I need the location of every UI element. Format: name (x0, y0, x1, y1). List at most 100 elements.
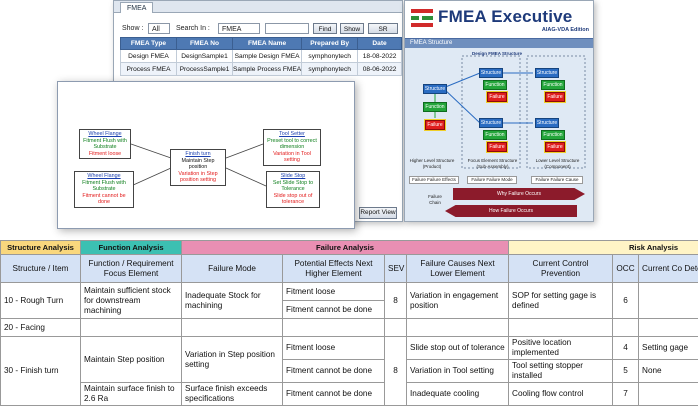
cell-occ: 5 (612, 359, 640, 383)
node-function: Set Slide Stop to Tolerance (272, 179, 314, 193)
cell-effect: Fitment cannot be done (282, 382, 385, 406)
cell (384, 318, 407, 337)
function-node: Function (483, 80, 507, 90)
cell: Sample Process FMEA (231, 62, 303, 76)
search-in-select[interactable]: FMEA Name (218, 23, 260, 44)
failure-node: Failure (486, 141, 508, 153)
cell (282, 318, 385, 337)
col-fmea-name[interactable]: FMEA Name (231, 37, 303, 50)
fmea-list-table: FMEA Type FMEA No FMEA Name Prepared By … (120, 37, 402, 76)
node-failure: Variation in Step position setting (178, 170, 218, 184)
cell-prevention: Positive location implemented (508, 336, 614, 360)
col-date[interactable]: Date (357, 37, 402, 50)
failure-mode-legend: Failure Failure Mode (467, 176, 517, 184)
node-function: Preset tool to correct dimension (267, 137, 317, 151)
node-slide-stop[interactable]: Slide Stop Set Slide Stop to Tolerance S… (266, 171, 320, 208)
group-header-row: Structure Analysis Function Analysis Fai… (0, 240, 698, 255)
table-row[interactable]: Maintain surface finish to 2.6 Ra Surfac… (1, 382, 698, 406)
cell: symphonytech (301, 49, 359, 63)
table-header-row: FMEA Type FMEA No FMEA Name Prepared By … (120, 37, 402, 50)
node-title: Slide Stop (280, 173, 306, 179)
node-wheel-flange-top[interactable]: Wheel Flange Fitment Flush with Substrat… (79, 129, 131, 160)
col-structure-item: Structure / Item (0, 254, 81, 283)
cell: symphonytech (301, 62, 359, 76)
failure-cause-legend: Failure Failure Cause (531, 176, 583, 184)
fmea-worksheet-table: Structure Analysis Function Analysis Fai… (0, 240, 698, 406)
fmea-logo-icon (411, 9, 433, 27)
node-title: Wheel Flange (87, 173, 121, 179)
cell-item: 30 - Finish turn (0, 336, 81, 406)
node-title: Tool Setter (279, 131, 305, 137)
cell-effect: Fitment cannot be done (282, 359, 385, 383)
lower-level-label: Lower Level Structure (Component) (535, 158, 580, 169)
structure-diagram-window: Wheel Flange Fitment Flush with Substrat… (57, 81, 355, 229)
node-failure: Fitment cannot be done (82, 192, 126, 206)
exec-section-bar: FMEA Structure (405, 38, 593, 48)
structure-node: Structure (535, 68, 559, 78)
cell (508, 318, 614, 337)
function-node: Function (541, 80, 565, 90)
show-select[interactable]: All (148, 23, 170, 34)
col-fmea-type[interactable]: FMEA Type (120, 37, 177, 50)
node-finish-turn[interactable]: Finish turn Maintain Step position Varia… (170, 149, 226, 186)
table-row[interactable]: 10 - Rough Turn Maintain sufficient stoc… (0, 282, 698, 319)
search-input[interactable] (265, 23, 309, 34)
sr-search-button[interactable]: SR Search (368, 23, 398, 44)
cell-occ: 6 (612, 282, 640, 319)
function-node: Function (423, 102, 447, 112)
diagram-connector-lines (130, 143, 267, 187)
exec-header: FMEA Executive AIAG-VDA Edition (405, 1, 593, 39)
cell: Sample Design FMEA (231, 49, 303, 63)
tab-fmea[interactable]: FMEA (120, 2, 154, 13)
cell-function: Maintain sufficient stock for downstream… (80, 282, 182, 319)
col-current-control-detection: Current Co Detectio (638, 254, 698, 283)
fmea-executive-panel: FMEA Executive AIAG-VDA Edition FMEA Str… (404, 0, 594, 222)
col-sev: SEV (384, 254, 407, 283)
failure-node: Failure (544, 91, 566, 103)
node-tool-setter[interactable]: Tool Setter Preset tool to correct dimen… (263, 129, 321, 166)
cell-failure-mode: Surface finish exceeds specifications (181, 382, 283, 406)
col-prepared-by[interactable]: Prepared By (301, 37, 359, 50)
cell (405, 318, 510, 337)
cell-function: Maintain surface finish to 2.6 Ra (80, 382, 182, 406)
table-row[interactable]: Fitment cannot be done Variation in Tool… (1, 359, 698, 383)
structure-node: Structure (423, 84, 447, 94)
table-row[interactable]: 30 - Finish turn Maintain Step position … (0, 336, 698, 406)
why-failure-arrow: Why Failure Occurs (453, 188, 585, 200)
table-row[interactable]: 20 - Facing (0, 318, 698, 337)
failure-effects-legend: Failure Failure Effects (409, 176, 459, 184)
cell-cause: Variation in engagement position (405, 282, 510, 319)
find-now-button[interactable]: Find Now (313, 23, 337, 44)
function-node: Function (541, 130, 565, 140)
cell: 08-06-2022 (357, 62, 402, 76)
node-failure: Variation in Tool setting (273, 150, 311, 164)
group-risk-analysis: Risk Analysis (508, 240, 698, 255)
cell (80, 318, 182, 337)
exec-subtitle: AIAG-VDA Edition (541, 27, 589, 33)
cell-cause: Inadequate cooling (405, 382, 510, 406)
search-in-label: Search In : (176, 25, 210, 32)
node-function: Fitment Flush with Substrate (82, 179, 126, 193)
cell-occ: 4 (612, 336, 640, 360)
column-header-row: Structure / Item Function / Requirement … (0, 254, 698, 283)
node-wheel-flange-bottom[interactable]: Wheel Flange Fitment Flush with Substrat… (74, 171, 134, 208)
cell: Design FMEA (120, 49, 177, 63)
table-row[interactable]: Process FMEA ProcessSample1 Sample Proce… (120, 62, 402, 76)
cell-function: Maintain Step position (80, 336, 182, 383)
exec-diagram-heading: Design FMEA Structure (471, 51, 523, 56)
structure-node: Structure (535, 118, 559, 128)
node-failure: Fitment loose (88, 150, 122, 157)
col-failure-mode: Failure Mode (181, 254, 283, 283)
cell: DesignSample1 (176, 49, 233, 63)
show-all-button[interactable]: Show All (340, 23, 364, 44)
cell-failure-mode: Variation in Step position setting (181, 336, 283, 383)
col-fmea-no[interactable]: FMEA No (176, 37, 233, 50)
failure-chain-label: Failure Chain (428, 194, 442, 205)
report-view-button[interactable]: Report View (359, 207, 397, 219)
table-row[interactable]: Design FMEA DesignSample1 Sample Design … (120, 49, 402, 63)
node-function: Fitment Flush with Substrate (83, 137, 127, 151)
cell: 18-08-2022 (357, 49, 402, 63)
cell-effect: Fitment loose (282, 282, 385, 301)
failure-node: Failure (424, 119, 446, 131)
